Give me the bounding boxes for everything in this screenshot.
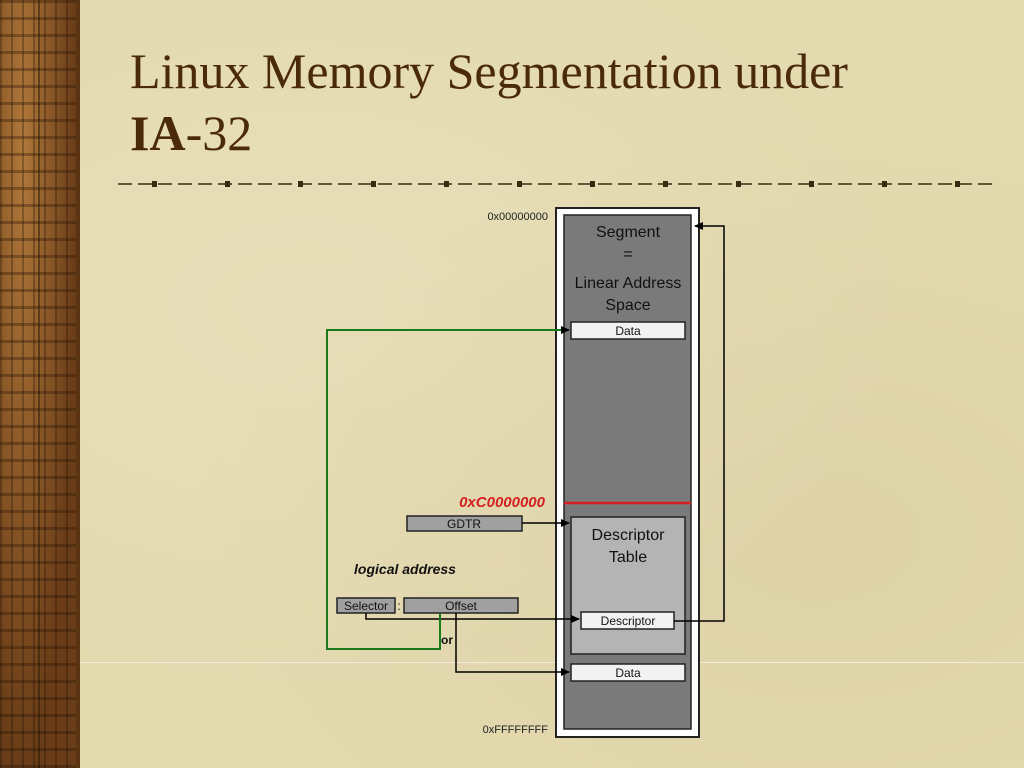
space-label: Space [605,297,650,314]
gdtr-label: GDTR [447,517,481,531]
data-box-top [570,321,686,340]
offset-label: Offset [445,599,477,613]
colon-label: : [397,599,400,613]
title-ia: IA [130,105,186,161]
address-bottom-label: 0xFFFFFFFF [483,724,549,736]
descriptor-to-segment-arrow [674,222,725,622]
kernel-address-label: 0xC0000000 [459,494,546,511]
linear-address-label: Linear Address [575,275,682,292]
descriptor-table-label-2: Table [609,549,647,566]
address-top-label: 0x00000000 [487,211,548,223]
offset-box [403,597,519,614]
alternate-path-arrow [326,326,570,650]
selector-label: Selector [344,599,388,613]
wood-border [0,0,76,768]
slide-title: Linux Memory Segmentation under IA-32 [130,40,990,164]
title-rest: -32 [185,105,253,161]
title-divider [118,181,993,187]
data-box-top-label: Data [615,324,641,338]
segment-label: Segment [596,224,661,241]
data-box-bottom [570,663,686,682]
descriptor-box-label: Descriptor [601,614,656,628]
data-box-bottom-label: Data [615,666,641,680]
title-line-1: Linux Memory Segmentation under [130,43,848,99]
logical-address-label: logical address [354,561,456,577]
segment-equals: = [623,246,632,263]
offset-to-data-arrow [455,613,570,676]
background-streak [80,662,1024,663]
or-label: or [441,633,453,647]
wood-border-edge [76,0,80,768]
selector-to-descriptor-arrow [365,613,580,623]
descriptor-table-label-1: Descriptor [592,527,666,544]
descriptor-table [570,516,686,655]
